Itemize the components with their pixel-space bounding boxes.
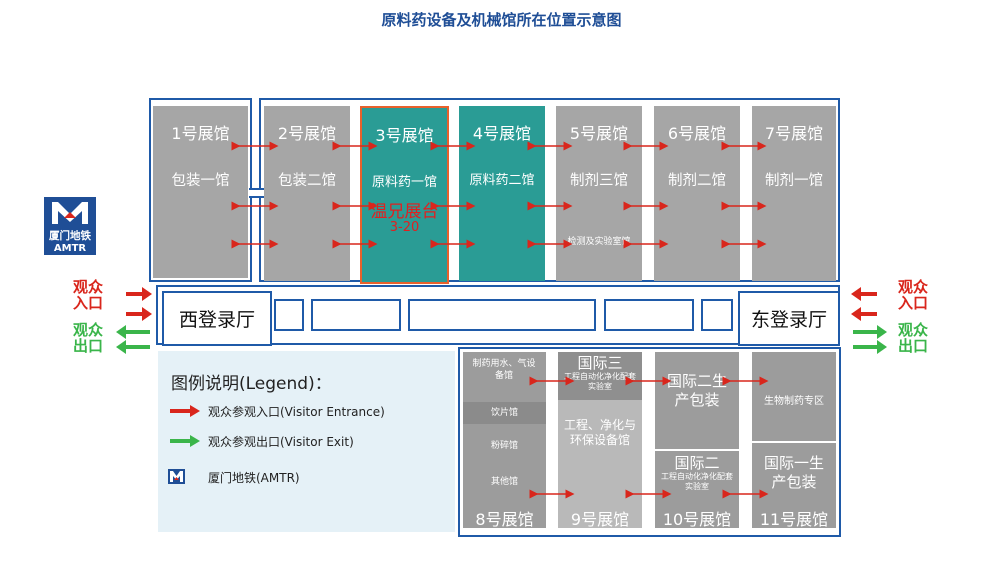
- hall-9-main: 工程、净化与环保设备馆: [563, 418, 636, 447]
- west-exit-label: 观众 出口: [72, 321, 103, 355]
- hall-name: 包装一馆: [171, 173, 230, 189]
- hall-10-top: 国际二生产包装: [666, 372, 727, 409]
- hall-11-bottom: 国际一生产包装: [763, 454, 824, 491]
- corridor-segment: [701, 299, 733, 331]
- entrance-arrow-icon: [126, 287, 152, 301]
- hall-name: 包装二馆: [278, 173, 336, 189]
- entrance-arrow-icon: [851, 287, 877, 301]
- legend-metro-label: 厦门地铁(AMTR): [208, 471, 300, 485]
- hall-number: 8号展馆: [475, 510, 534, 529]
- hall-11-divider: [752, 441, 836, 443]
- hall-6[interactable]: 6号展馆 制剂二馆: [654, 106, 740, 281]
- west-lobby[interactable]: 西登录厅: [162, 291, 272, 346]
- corridor-segment: [604, 299, 694, 331]
- page-title: 原料药设备及机械馆所在位置示意图: [381, 11, 622, 29]
- entrance-arrow-icon: [126, 307, 152, 321]
- hall-number: 2号展馆: [277, 124, 337, 143]
- west-lobby-label: 西登录厅: [178, 309, 255, 331]
- hall-10-divider: [655, 449, 739, 451]
- hall-name: 制剂三馆: [570, 173, 628, 189]
- exit-arrow-icon: [853, 340, 887, 354]
- metro-logo: 厦门地铁 AMTR: [44, 197, 96, 255]
- hall-name: 制剂二馆: [668, 173, 726, 189]
- hall-2[interactable]: 2号展馆 包装二馆: [264, 106, 350, 281]
- hall-number: 1号展馆: [171, 124, 230, 143]
- hall-5[interactable]: 5号展馆 制剂三馆 检测及实验室馆: [556, 106, 642, 281]
- hall-number: 4号展馆: [472, 124, 532, 143]
- booth-name: 温兄展台: [370, 202, 439, 222]
- hall-name: 制剂一馆: [765, 173, 823, 189]
- hall-number: 5号展馆: [569, 124, 629, 143]
- hall-11-top: 生物制药专区: [764, 396, 824, 407]
- hall-3[interactable]: 3号展馆 原料药一馆 温兄展台 3-20: [360, 106, 449, 284]
- east-lobby-label: 东登录厅: [750, 309, 827, 331]
- hall-8-section: 制药用水、气设备馆: [472, 359, 536, 381]
- hall-4[interactable]: 4号展馆 原料药二馆: [459, 106, 545, 281]
- hall-8-section: 其他馆: [490, 477, 518, 487]
- corridor-segment: [311, 299, 401, 331]
- legend-panel: 图例说明(Legend)： 观众参观入口(Visitor Entrance) 观…: [158, 351, 455, 532]
- hall-name: 原料药二馆: [469, 173, 535, 188]
- hall-5-sub: 检测及实验室馆: [567, 237, 631, 247]
- hall-name: 原料药一馆: [371, 175, 437, 190]
- hall-7[interactable]: 7号展馆 制剂一馆: [752, 106, 836, 281]
- connector: [249, 188, 264, 198]
- east-arrows: [851, 287, 887, 354]
- legend-exit-label: 观众参观出口(Visitor Exit): [208, 435, 354, 449]
- entrance-arrow-icon: [851, 307, 877, 321]
- exit-arrow-icon: [116, 340, 150, 354]
- metro-logo-line1: 厦门地铁: [49, 230, 91, 242]
- metro-m-icon: [52, 202, 88, 224]
- east-exit-label: 观众 出口: [897, 321, 928, 355]
- exit-arrow-icon: [116, 325, 150, 339]
- west-entrance-label: 观众 入口: [72, 278, 103, 312]
- hall-1[interactable]: 1号展馆 包装一馆: [153, 106, 248, 278]
- hall-8-section: 饮片馆: [463, 402, 546, 424]
- hall-number: 7号展馆: [764, 124, 824, 143]
- corridor-segment: [408, 299, 596, 331]
- legend-title: 图例说明(Legend)：: [171, 374, 332, 394]
- legend-exit-arrow-icon: [170, 435, 200, 447]
- hall-8-section: 粉碎馆: [490, 441, 518, 451]
- legend-entrance-arrow-icon: [170, 405, 200, 417]
- hall-number: 10号展馆: [662, 510, 732, 529]
- booth-code: 3-20: [389, 220, 420, 235]
- east-entrance-label: 观众 入口: [897, 278, 928, 312]
- east-lobby[interactable]: 东登录厅: [738, 291, 840, 346]
- hall-number: 3号展馆: [375, 126, 434, 145]
- legend-metro-icon: [168, 469, 185, 484]
- exit-arrow-icon: [853, 325, 887, 339]
- metro-logo-line2: AMTR: [53, 243, 87, 254]
- hall-number: 6号展馆: [667, 124, 727, 143]
- hall-number: 11号展馆: [759, 510, 829, 529]
- west-arrows: [116, 287, 152, 354]
- corridor-segment: [274, 299, 304, 331]
- hall-number: 9号展馆: [570, 510, 630, 529]
- legend-entrance-label: 观众参观入口(Visitor Entrance): [208, 405, 385, 419]
- bottom-halls-outline: [458, 347, 841, 537]
- hall-10-bottom-sub: 工程自动化净化配套实验室: [661, 472, 733, 491]
- hall-9-intl3: 国际三 工程自动化净化配套实验室: [558, 352, 642, 400]
- hall-10-bottom: 国际二: [674, 454, 720, 472]
